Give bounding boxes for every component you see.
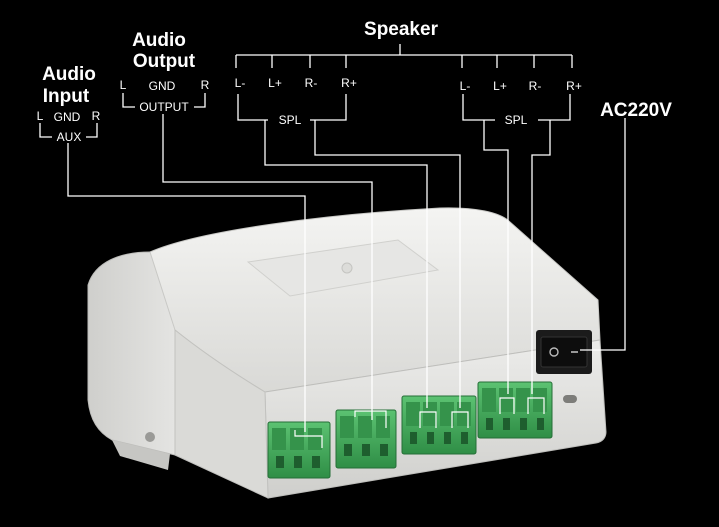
- audio-output-title-line2: Output: [132, 51, 196, 72]
- input-pin-gnd: GND: [53, 110, 81, 124]
- audio-input-title-line2: Input: [42, 86, 90, 107]
- left-flange-foot: [112, 440, 170, 470]
- speaker-b-pin-r-plus: R+: [566, 79, 582, 93]
- output-pin-gnd: GND: [148, 79, 176, 93]
- audio-input-title-line1: Audio: [42, 64, 96, 85]
- aux-tag: AUX: [53, 131, 85, 143]
- terminal-speaker-a[interactable]: [401, 395, 477, 455]
- ac-power-title: AC220V: [600, 100, 672, 121]
- top-indicator-dot: [341, 262, 353, 274]
- speaker-b-pin-r-minus: R-: [528, 79, 542, 93]
- audio-output-title-line1: Audio: [132, 30, 186, 51]
- mount-hole: [145, 432, 155, 442]
- speaker-a-pin-l-plus: L+: [268, 76, 282, 90]
- terminal-marker-lines: [294, 397, 545, 448]
- device-side: [174, 328, 269, 499]
- speaker-title: Speaker: [364, 19, 438, 40]
- input-pin-l: L: [36, 109, 44, 123]
- power-switch-off-mark: [549, 347, 559, 357]
- output-pin-l: L: [119, 78, 127, 92]
- output-pin-r: R: [200, 78, 210, 92]
- front-slot: [563, 395, 577, 403]
- power-switch[interactable]: [540, 336, 588, 368]
- terminal-speaker-b[interactable]: [477, 381, 553, 439]
- spl-b-tag: SPL: [501, 114, 531, 126]
- speaker-a-pin-r-plus: R+: [341, 76, 357, 90]
- terminal-input[interactable]: [267, 421, 331, 479]
- speaker-a-pin-l-minus: L-: [234, 76, 246, 90]
- output-tag: OUTPUT: [136, 101, 192, 113]
- speaker-b-pin-l-minus: L-: [459, 79, 471, 93]
- terminal-output[interactable]: [335, 409, 397, 469]
- leader-lines: [39, 44, 626, 432]
- speaker-a-pin-r-minus: R-: [304, 76, 318, 90]
- spl-a-tag: SPL: [275, 114, 305, 126]
- speaker-b-pin-l-plus: L+: [493, 79, 507, 93]
- input-pin-r: R: [91, 109, 101, 123]
